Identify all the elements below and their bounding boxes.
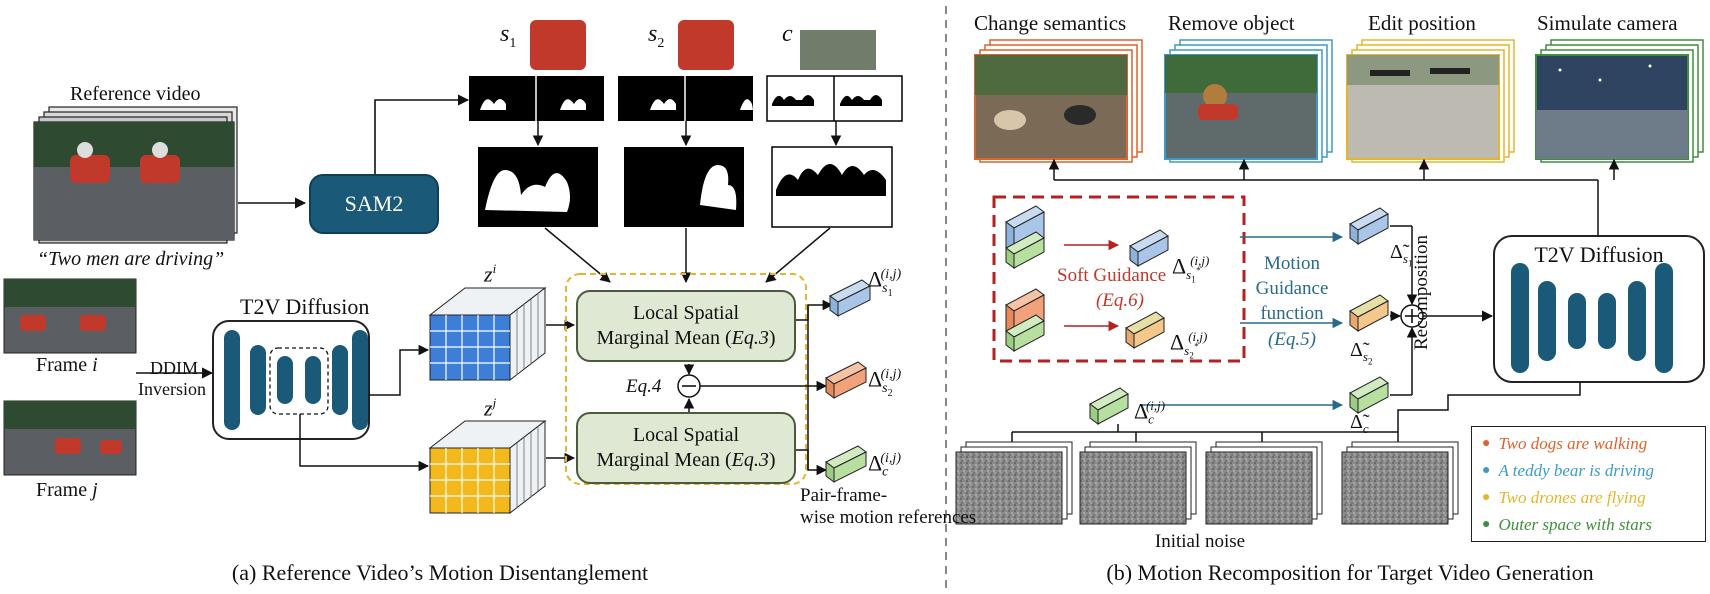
legend-bullet: ● [1482,435,1491,451]
guided-s1-label: Δ̃s1 [1390,241,1413,269]
noise-stack-1 [955,441,1073,525]
task-stack-edit-position [1346,39,1515,163]
delta-s1-prism [829,279,871,317]
task-label-edit-position: Edit position [1368,11,1476,35]
initial-noise-label: Initial noise [1154,531,1246,552]
delta-c-prism [825,445,867,483]
caption-quote: “Two men are driving” [37,248,225,270]
soft-guidance-eq: (Eq.6) [1095,290,1144,311]
frame-j-thumb [3,400,137,476]
latent-zi [428,286,547,382]
mask-large-s2 [624,147,744,227]
task-label-remove-object: Remove object [1168,11,1295,35]
zj-label: zj [484,395,497,421]
lsmm-top-node: Local Spatial Marginal Mean (Eq.3) [576,290,796,362]
noise-stack-3 [1205,441,1323,525]
reference-video-label: Reference video [70,83,201,105]
mgf-eq: (Eq.5) [1267,329,1316,350]
legend-item: ●Two drones are flying [1482,487,1646,507]
delta-star-s2-prism [1125,311,1165,349]
t2v-left-label: T2V Diffusion [240,294,370,319]
delta-c-right-label: Δc(i,j) [1134,398,1166,427]
c-label: c [782,21,793,47]
delta-star-s1-prism [1129,229,1169,267]
legend-item: ●A teddy bear is driving [1482,460,1654,480]
task-label-simulate-camera: Simulate camera [1537,11,1678,35]
pair-line2: wise motion references [800,507,977,528]
s1-label: s1 [500,21,517,51]
legend-item: ●Two dogs are walking [1482,433,1648,453]
delta-c-label: Δc(i,j) [868,450,901,480]
task-stack-simulate-camera [1535,39,1704,163]
t2v-right-unet [1511,263,1673,373]
s2-crop-image [678,20,734,70]
caption-right: (b) Motion Recomposition for Target Vide… [1106,560,1594,585]
stack-s1-prisms [1005,205,1045,269]
noise-stack-2 [1079,441,1197,525]
guided-c-label: Δ̃c [1350,411,1369,436]
sam2-node: SAM2 [309,174,439,234]
delta-c-right-prism [1089,387,1129,425]
lsmm-dashed-group [565,273,807,485]
ddim-line2: Inversion [138,379,206,399]
legend-bullet: ● [1482,489,1491,505]
ddim-line1: DDIM [150,358,198,378]
mgf-line1: Motion [1264,253,1320,274]
lsmm-bottom-node: Local Spatial Marginal Mean (Eq.3) [576,412,796,484]
legend-item: ●Outer space with stars [1482,514,1652,534]
noise-tree [1011,368,1586,442]
eq4-label: Eq.4 [626,376,662,397]
legend-bullet: ● [1482,516,1491,532]
delta-s2-prism [825,361,867,399]
delta-s1-label: Δs1(i,j) [868,266,902,299]
mask-strip-s1 [469,76,604,121]
task-stack-change-semantics [974,39,1143,163]
caption-left: (a) Reference Video’s Motion Disentangle… [231,560,649,585]
s1-crop-image [530,20,586,70]
s2-label: s2 [648,21,665,51]
frame-i-label: Frame i [36,354,98,376]
guided-s2-label: Δ̃s2 [1350,339,1373,367]
mgf-line2: Guidance [1255,278,1329,299]
mask-strip-s2 [618,76,753,121]
pair-line1: Pair-frame- [800,485,888,506]
mask-large-s1 [478,147,598,227]
legend-bullet: ● [1482,462,1491,478]
zi-label: zi [484,261,497,287]
guided-c-prism [1349,376,1389,414]
recomposition-label: Recomposition [1411,234,1432,350]
task-label-change-semantics: Change semantics [974,11,1127,35]
guided-s1-prism [1349,207,1389,245]
arrow-sam-to-masks [374,94,470,174]
prompt-legend: ●Two dogs are walking ●A teddy bear is d… [1471,426,1706,542]
latent-zj [428,419,547,515]
output-arrow-tree [1048,158,1620,236]
delta-star-s1-label: Δs1*(i,j) [1172,253,1210,285]
reference-video-stack [33,106,238,244]
soft-guidance-label: Soft Guidance [1057,265,1167,286]
stack-s2-prisms [1005,288,1045,352]
task-stack-remove-object [1164,39,1333,163]
frame-i-thumb [3,278,137,354]
frame-j-label: Frame j [36,479,98,501]
delta-star-s2-label: Δs2*(i,j) [1170,329,1208,361]
mask-strip-c [766,75,903,122]
mgf-line3: function [1260,303,1324,324]
c-crop-image [800,30,876,70]
guided-s2-prism [1349,294,1389,332]
mask-large-c [771,146,893,228]
soft-guidance-box [992,195,1246,363]
noise-stack-4 [1341,441,1459,525]
t2v-left-unet [224,330,368,430]
delta-s2-label: Δs2(i,j) [868,366,902,399]
sam2-label: SAM2 [344,191,404,216]
t2v-right-label: T2V Diffusion [1534,242,1664,267]
